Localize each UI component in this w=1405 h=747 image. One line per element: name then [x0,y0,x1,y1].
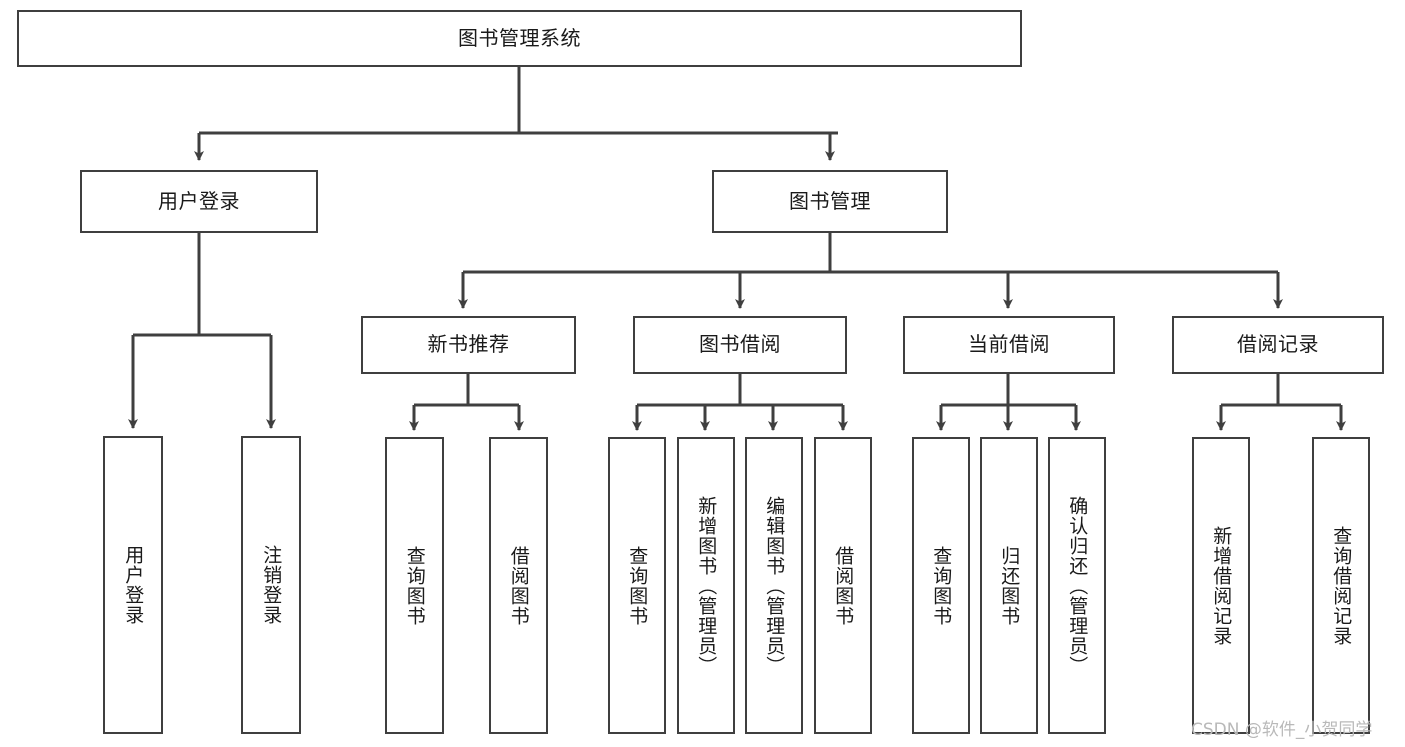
leaf-query-borrow-record[interactable]: 查询借阅记录 [1312,437,1370,734]
node-current-borrow[interactable]: 当前借阅 [903,316,1115,374]
node-label: 归还图书 [998,545,1021,626]
node-label: 查询借阅记录 [1330,525,1353,646]
leaf-confirm-return-admin[interactable]: 确认归还（管理员） [1048,437,1106,734]
node-label: 当前借阅 [968,332,1050,357]
leaf-add-book-admin[interactable]: 新增图书（管理员） [677,437,735,734]
node-label: 新增图书（管理员） [695,495,718,676]
node-label: 用户登录 [158,188,240,213]
leaf-edit-book-admin[interactable]: 编辑图书（管理员） [745,437,803,734]
node-label: 查询图书 [930,545,953,626]
leaf-return-book[interactable]: 归还图书 [980,437,1038,734]
node-root-book-management-system[interactable]: 图书管理系统 [17,10,1022,67]
leaf-query-book-borrow[interactable]: 查询图书 [608,437,666,734]
node-label: 借阅记录 [1237,332,1319,357]
node-label: 新增借阅记录 [1210,525,1233,646]
leaf-borrow-book[interactable]: 借阅图书 [814,437,872,734]
node-label: 注销登录 [260,545,283,625]
node-label: 图书管理系统 [458,25,581,50]
node-label: 查询图书 [626,545,649,626]
node-label: 查询图书 [403,545,426,626]
leaf-user-login[interactable]: 用户登录 [103,436,163,734]
node-label: 借阅图书 [507,545,530,626]
node-book-management[interactable]: 图书管理 [712,170,948,233]
node-label: 编辑图书（管理员） [763,495,786,676]
node-label: 新书推荐 [427,332,510,357]
node-label: 借阅图书 [832,545,855,626]
leaf-logout[interactable]: 注销登录 [241,436,301,734]
leaf-add-borrow-record[interactable]: 新增借阅记录 [1192,437,1250,734]
node-borrow-record[interactable]: 借阅记录 [1172,316,1384,374]
leaf-query-book-recommend[interactable]: 查询图书 [385,437,444,734]
leaf-query-book-current[interactable]: 查询图书 [912,437,970,734]
node-label: 图书借阅 [699,332,781,357]
node-user-login[interactable]: 用户登录 [80,170,318,233]
node-book-borrow[interactable]: 图书借阅 [633,316,847,374]
node-label: 用户登录 [122,545,145,625]
node-label: 图书管理 [789,188,871,213]
leaf-borrow-book-recommend[interactable]: 借阅图书 [489,437,548,734]
node-label: 确认归还（管理员） [1066,495,1089,676]
node-new-book-recommend[interactable]: 新书推荐 [361,316,576,374]
